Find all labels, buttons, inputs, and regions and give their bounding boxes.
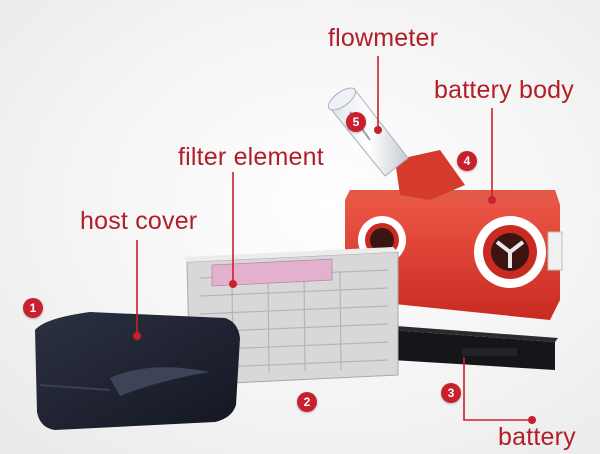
filter-element-part bbox=[184, 247, 399, 386]
battery-dot bbox=[528, 416, 536, 424]
badge-3: 3 bbox=[441, 383, 461, 403]
filter-element-dot bbox=[229, 280, 237, 288]
battery-part bbox=[392, 326, 558, 370]
battery-body-dot bbox=[488, 196, 496, 204]
host-cover-part bbox=[35, 312, 240, 430]
badge-5: 5 bbox=[346, 112, 366, 132]
badge-1: 1 bbox=[23, 298, 43, 318]
badge-2: 2 bbox=[297, 392, 317, 412]
flowmeter-dot bbox=[374, 126, 382, 134]
label-host-cover: host cover bbox=[80, 207, 198, 235]
label-flowmeter: flowmeter bbox=[328, 24, 439, 52]
leader-lines bbox=[136, 56, 530, 421]
badge-4: 4 bbox=[457, 151, 477, 171]
label-battery: battery bbox=[498, 423, 576, 451]
flowmeter-part bbox=[327, 87, 409, 177]
host-cover-dot bbox=[133, 332, 141, 340]
label-battery-body: battery body bbox=[434, 76, 574, 104]
label-filter-element: filter element bbox=[178, 143, 324, 171]
